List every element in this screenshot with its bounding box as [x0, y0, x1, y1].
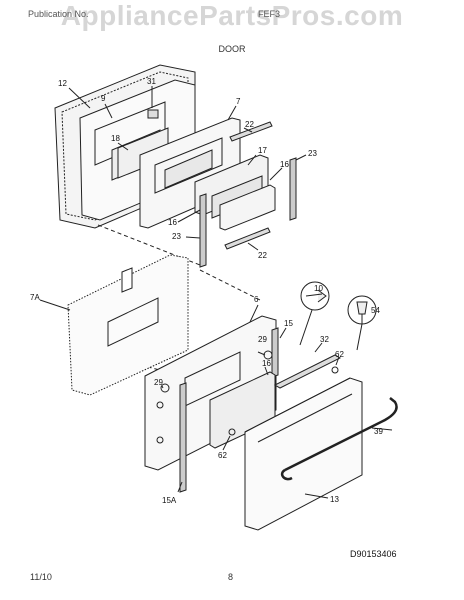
- bracket-15A: [179, 382, 187, 493]
- trim-32: [273, 354, 342, 389]
- insulation-7A: [67, 254, 189, 396]
- callout-12: 12: [58, 79, 67, 88]
- callout-9: 9: [101, 94, 106, 103]
- callout-6: 6: [254, 295, 259, 304]
- callout-15A: 15A: [162, 496, 177, 505]
- publication-label: Publication No.: [28, 9, 89, 19]
- glass-panels: [194, 154, 276, 231]
- callout-7A: 7A: [30, 293, 40, 302]
- callout-16-lower: 16: [262, 359, 271, 368]
- callout-22-bottom: 22: [258, 251, 267, 260]
- side-trim-23-left: [199, 193, 207, 268]
- callout-62-lower: 62: [218, 451, 227, 460]
- callout-23-left: 23: [172, 232, 181, 241]
- channel-22-bottom: [224, 227, 271, 250]
- page-title: DOOR: [218, 44, 246, 54]
- callout-13: 13: [330, 495, 339, 504]
- bracket-15: [271, 327, 279, 378]
- watermark: AppliancePartsPros.com: [60, 0, 404, 31]
- callout-23-right: 23: [308, 149, 317, 158]
- part-62-upper: [331, 366, 339, 374]
- side-trim-23-right: [289, 157, 297, 221]
- footer-date: 11/10: [30, 572, 52, 582]
- handle-39: [280, 397, 398, 481]
- callout-29-upper: 29: [258, 335, 267, 344]
- callout-10: 10: [314, 284, 323, 293]
- callout-16-upper: 16: [280, 160, 289, 169]
- callout-62-upper: 62: [335, 350, 344, 359]
- footer-page-number: 8: [228, 572, 234, 582]
- diagram-code: D90153406: [350, 549, 397, 559]
- callout-16-left: 16: [168, 218, 177, 227]
- door-frame-6: [144, 315, 277, 471]
- callout-29-lower: 29: [154, 378, 163, 387]
- part-29-lower: [160, 383, 170, 393]
- callout-54: 54: [371, 306, 380, 315]
- outer-door-13: [244, 377, 363, 531]
- callout-32: 32: [320, 335, 329, 344]
- callout-31: 31: [147, 77, 156, 86]
- door-panel-7: [139, 117, 241, 229]
- screw-54: [347, 295, 377, 325]
- callout-39: 39: [374, 427, 383, 436]
- callout-17: 17: [258, 146, 267, 155]
- part-62-lower: [228, 428, 236, 436]
- callout-15: 15: [284, 319, 293, 328]
- callout-7: 7: [236, 97, 241, 106]
- screw-10: [300, 281, 330, 311]
- callout-18: 18: [111, 134, 120, 143]
- callout-22-top: 22: [245, 120, 254, 129]
- model-label: FEF3: [258, 9, 281, 19]
